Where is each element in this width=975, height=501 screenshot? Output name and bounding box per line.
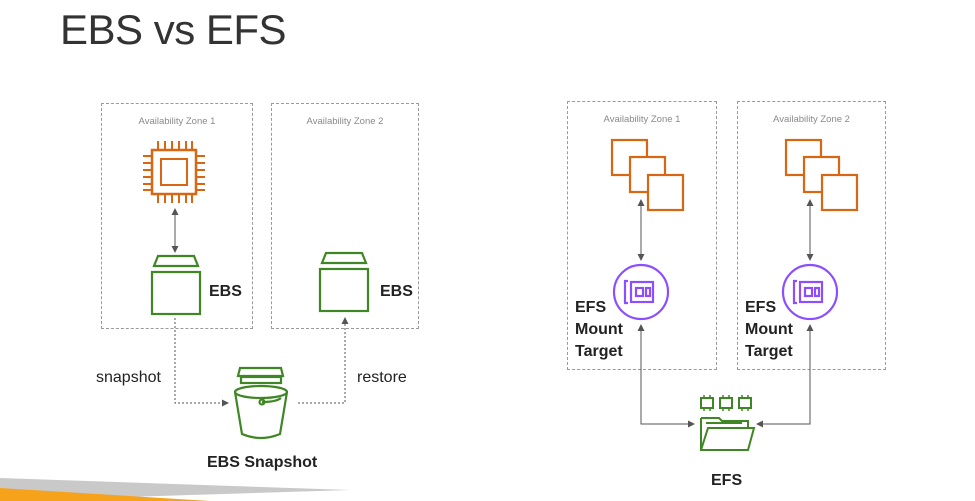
- az-label: Availability Zone 1: [603, 114, 681, 125]
- ebs-snapshot-caption: EBS Snapshot: [207, 454, 318, 471]
- mount-target-label-line: Target: [745, 343, 793, 360]
- efs-caption: EFS: [711, 472, 743, 489]
- efs-file-system-icon: [700, 395, 756, 451]
- ebs-volume-label: EBS: [209, 283, 242, 300]
- ec2-instances-icon: [610, 138, 685, 212]
- snapshot-connector: [174, 318, 229, 407]
- mount-target-efs-connector: [756, 324, 814, 428]
- mount-target-label-line: EFS: [575, 299, 607, 316]
- az-label: Availability Zone 1: [138, 116, 216, 127]
- az-label: Availability Zone 2: [773, 114, 850, 125]
- az-label: Availability Zone 2: [306, 116, 384, 127]
- mount-target-icon: [612, 263, 670, 321]
- efs-mount-target-label: EFS Mount Target: [745, 297, 793, 363]
- restore-label: restore: [357, 369, 407, 386]
- mount-target-label-line: EFS: [745, 299, 777, 316]
- snapshot-label: snapshot: [96, 369, 161, 386]
- mount-target-label-line: Mount: [745, 321, 793, 338]
- mount-target-icon: [781, 263, 839, 321]
- mount-target-label-line: Target: [575, 343, 623, 360]
- restore-connector: [298, 317, 349, 404]
- ebs-volume-label: EBS: [380, 283, 413, 300]
- ec2-instances-icon: [784, 138, 859, 212]
- footer-accent-bar: [0, 488, 210, 501]
- ebs-volume-icon: [150, 254, 202, 316]
- ec2-instance-icon: [143, 141, 205, 203]
- efs-mount-target-label: EFS Mount Target: [575, 297, 623, 363]
- slide-title: EBS vs EFS: [60, 6, 287, 53]
- mount-target-label-line: Mount: [575, 321, 623, 338]
- bucket-icon: [233, 366, 289, 440]
- ebs-availability-zone-1: Availability Zone 1: [101, 103, 253, 329]
- mount-target-efs-connector: [637, 324, 695, 428]
- ebs-volume-icon: [318, 251, 370, 313]
